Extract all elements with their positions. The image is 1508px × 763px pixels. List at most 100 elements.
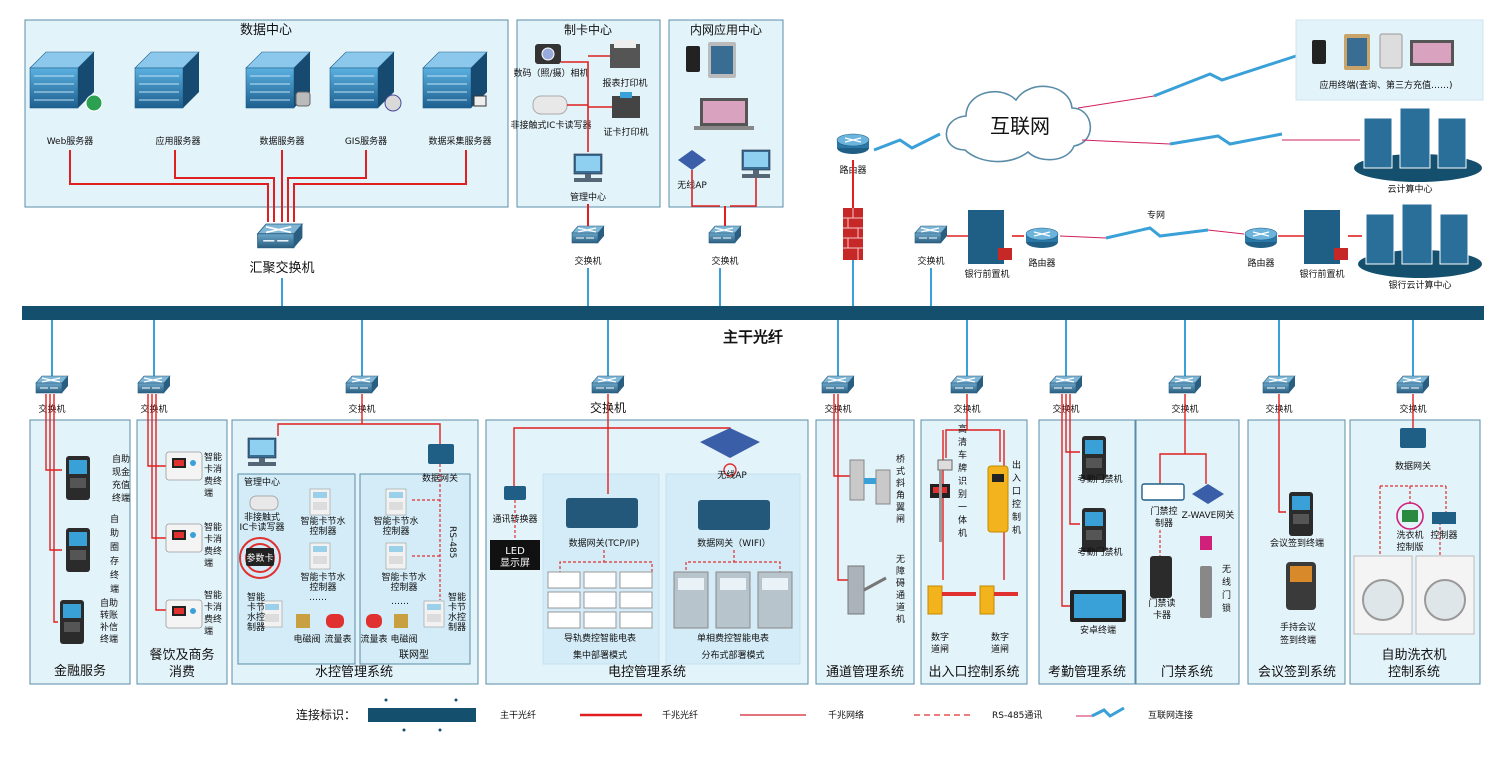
backbone-fiber: [22, 306, 1484, 320]
barrier-free-gate-icon: [847, 565, 887, 615]
valve-label: 电磁阀: [293, 633, 320, 645]
single-meter-label: 单相费控智能电表: [697, 632, 769, 644]
tcp-gateway-label: 数据网关(TCP/IP): [569, 537, 640, 549]
water-controller-3-label: 智能卡节水控制器: [247, 591, 265, 633]
bank-front-label: 银行前置机: [964, 268, 1009, 280]
washer-1-icon: [1353, 555, 1413, 635]
card-center-switch-icon: [571, 225, 605, 244]
terminal-phone-icon: [1312, 40, 1326, 64]
entrance-controller-label: 出入口控制机: [1012, 459, 1021, 536]
water-controller-2-label: 智能卡节水控制器: [300, 571, 345, 593]
comm-converter-label: 通讯转换器: [492, 513, 537, 525]
channel-title: 通道管理系统: [826, 665, 904, 680]
finance-title: 金融服务: [54, 663, 106, 679]
water-controller-2-icon: [309, 542, 331, 570]
flow-meter2-label: 流量表: [360, 633, 387, 645]
intranet-switch-label: 交换机: [711, 255, 738, 267]
dining-label-1: 智能卡消费终端: [204, 451, 222, 499]
access-reader-icon: [1150, 556, 1172, 598]
dining-label-3: 智能卡消费终端: [204, 589, 222, 637]
legend-backbone-swatch: [368, 708, 476, 722]
flow-meter-label: 流量表: [324, 633, 351, 645]
meeting-panel: 会议签到终端 手持会议签到终端 会议签到系统: [1247, 394, 1346, 685]
water-controller-5-icon: [385, 542, 407, 570]
bank-switch-label: 交换机: [917, 255, 944, 267]
bank-router-label: 路由器: [1028, 257, 1055, 269]
app-server-label: 应用服务器: [155, 135, 200, 147]
plate-camera-label: 高清车牌识别一体机: [958, 423, 967, 539]
rail-meter-label: 导轨费控智能电表: [564, 632, 636, 644]
finance-panel: 自助现金充值终端 自助圈存终端 自助转账补信终端 金融服务: [29, 394, 131, 685]
wireless-lock-label: 无线门锁: [1222, 564, 1231, 614]
laundry-gateway-icon: [1400, 428, 1426, 448]
flow-meter2-icon: [366, 614, 382, 628]
meeting-terminal-icon: [1289, 492, 1313, 536]
single-meter-icons: [673, 571, 793, 629]
app-server-icon: [134, 51, 200, 109]
zwave-logo-icon: [1200, 536, 1212, 550]
valve-icon: [296, 614, 310, 628]
laundry-controller-icon: [1432, 512, 1456, 524]
transfer-terminal-icon: [60, 600, 84, 644]
water-title: 水控管理系统: [315, 665, 393, 680]
app-terminals-panel: 应用终端(查询、第三方充值……): [1295, 19, 1484, 101]
bank-switch-icon: [914, 225, 948, 244]
card-center-panel: 制卡中心 数码（照/摄）相机 报表打印机 非接触式IC卡读写器 证卡打印机 管理…: [511, 19, 661, 208]
water-param-card-icon: 参数卡: [239, 537, 281, 579]
water-mgmt-label: 管理中心: [244, 476, 280, 488]
rs485-label: RS-485: [447, 526, 457, 558]
tcp-gateway-icon: [566, 498, 638, 528]
zwave-gateway-icon: [1192, 484, 1224, 504]
internet-link-left: [873, 132, 941, 152]
power-title: 电控管理系统: [608, 665, 686, 680]
ic-reader-label: 非接触式IC卡读写器: [511, 119, 592, 131]
transfer-label: 自助转账补信终端: [100, 597, 118, 645]
water-dots-right: ……: [391, 597, 409, 607]
data-center-panel: 数据中心 Web服务器 应用服务器 数据服务器 GIS服务器 数据采集服务器: [24, 19, 509, 208]
ic-reader-icon: [532, 95, 568, 115]
water-reader-icon: [249, 495, 279, 511]
bank-front2-label: 银行前置机: [1299, 268, 1344, 280]
backbone-label: 主干光纤: [723, 328, 783, 346]
data-center-title: 数据中心: [240, 23, 292, 38]
road-barrier-2-icon: [979, 585, 1018, 615]
bank-router2-icon: [1244, 227, 1278, 249]
water-controller-6-label: 智能卡节水控制器: [448, 591, 466, 633]
bank-front-server2-icon: [1304, 210, 1348, 264]
road-barrier-2-label: 数字道闸: [991, 631, 1009, 655]
washer-2-icon: [1415, 555, 1475, 635]
valve2-icon: [394, 614, 408, 628]
attendance-machine-1-label: 考勤门禁机: [1077, 473, 1122, 485]
dining-terminal-1-icon: [165, 451, 203, 481]
bank-router-icon: [1025, 227, 1059, 249]
aggregation-switch-icon: [256, 223, 304, 249]
laundry-controller-label: 控制器: [1430, 529, 1457, 541]
valve2-label: 电磁阀: [390, 633, 417, 645]
private-net-link: [1105, 226, 1209, 240]
entrance-title: 出入口控制系统: [928, 665, 1019, 680]
water-controller-6-icon: [423, 600, 445, 628]
legend-title: 连接标识：: [296, 707, 356, 722]
cloud-center-label: 云计算中心: [1387, 183, 1432, 195]
android-terminal-label: 安卓终端: [1080, 624, 1116, 636]
mgmt-center-label: 管理中心: [570, 191, 606, 203]
water-controller-4-label: 智能卡节水控制器: [373, 515, 418, 537]
internet-cloud: 互联网: [945, 85, 1092, 163]
web-server-icon: [29, 51, 95, 109]
meeting-terminal-label: 会议签到终端: [1270, 537, 1324, 549]
laundry-board-label: 洗衣机控制版: [1396, 529, 1423, 553]
access-controller-icon: [1141, 483, 1185, 501]
flow-meter-icon: [326, 614, 344, 628]
attendance-machine-2-label: 考勤门禁机: [1077, 546, 1122, 558]
rail-mode-label: 集中部署模式: [573, 649, 627, 661]
road-barrier-1-icon: [927, 585, 976, 615]
comm-converter-icon: [504, 486, 526, 500]
legend-fiber-label: 千兆光纤: [662, 709, 698, 721]
app-terminals-label: 应用终端(查询、第三方充值……): [1319, 79, 1452, 91]
gis-server-label: GIS服务器: [345, 135, 387, 147]
access-controller-label: 门禁控制器: [1150, 505, 1177, 529]
water-controller-5-label: 智能卡节水控制器: [381, 571, 426, 593]
attendance-panel: 考勤门禁机 考勤门禁机 安卓终端 考勤管理系统: [1038, 394, 1136, 685]
dining-label-2: 智能卡消费终端: [204, 521, 222, 569]
access-reader-label: 门禁读卡器: [1148, 597, 1175, 621]
